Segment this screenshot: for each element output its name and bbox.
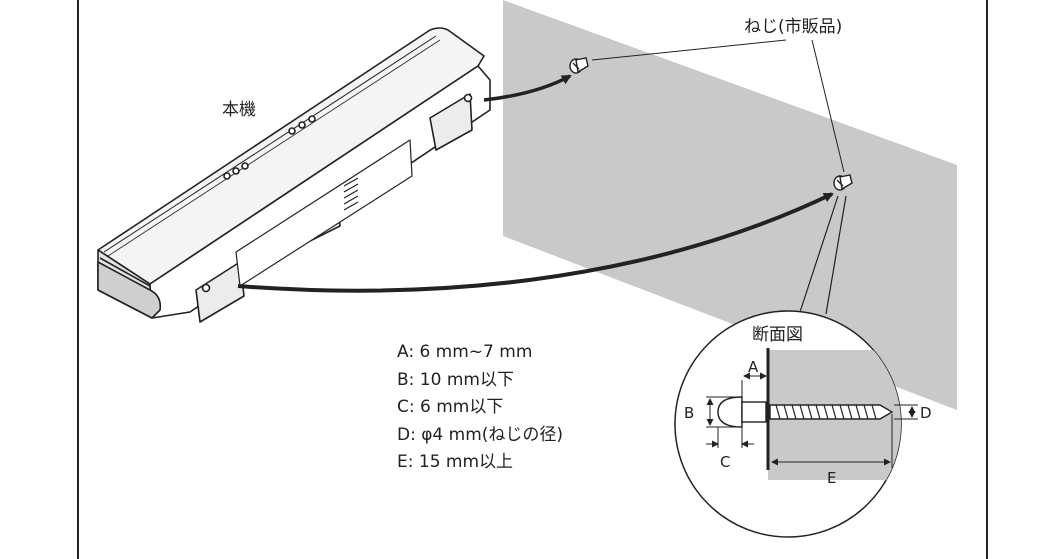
spec-list: A: 6 mm~7 mm B: 10 mm以下 C: 6 mm以下 D: φ4 …: [397, 339, 657, 477]
main-unit-label: 本機: [222, 100, 256, 120]
spec-item-b: B: 10 mm以下: [397, 369, 514, 390]
spec-item-d: D: φ4 mm(ねじの径): [397, 424, 564, 445]
callout-line-left: [799, 195, 839, 313]
arrow-lower: [237, 192, 834, 293]
main-unit-device: [97, 27, 491, 323]
screw-upper-icon: [569, 57, 589, 74]
screw-label: ねじ(市販品): [744, 17, 842, 37]
dim-label-e: E: [827, 469, 836, 487]
section-view-label: 断面図: [752, 325, 803, 345]
callout-line-right: [825, 195, 847, 315]
dim-label-d: D: [920, 404, 932, 422]
screw-leader-lower: [811, 39, 845, 173]
dim-label-a: A: [748, 358, 759, 376]
spec-item-e: E: 15 mm以上: [397, 452, 514, 472]
dim-label-c: C: [720, 453, 730, 471]
screw-leader-upper: [591, 39, 787, 61]
frame-border-right: [986, 0, 988, 559]
arrow-upper: [483, 74, 572, 102]
screw-lower-icon: [833, 174, 853, 191]
section-screw: [717, 396, 894, 428]
spec-item-a: A: 6 mm~7 mm: [397, 342, 533, 362]
frame-border-left: [77, 0, 79, 559]
wall-plane: [503, 0, 957, 410]
dim-label-b: B: [684, 404, 694, 422]
spec-item-c: C: 6 mm以下: [397, 397, 504, 417]
